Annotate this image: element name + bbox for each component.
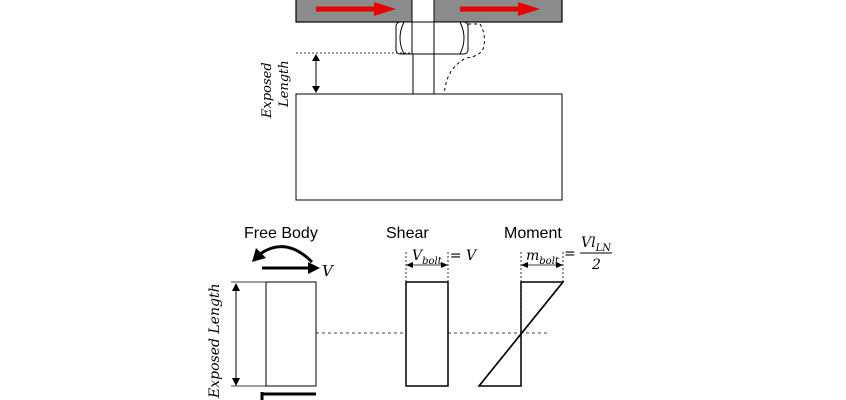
bolt-free-body bbox=[265, 281, 317, 387]
exposed-length-label: Exposed Length bbox=[207, 283, 223, 399]
num-sub: LN bbox=[595, 243, 613, 254]
exposed-label-top-2: Length bbox=[277, 60, 292, 108]
shear-title: Shear bbox=[386, 225, 429, 242]
top-assembly: Exposed Length bbox=[260, 0, 563, 201]
v-bolt-main: V bbox=[412, 248, 424, 264]
nut bbox=[395, 21, 469, 55]
bolt-through-plate bbox=[411, 0, 435, 23]
concrete-block bbox=[295, 93, 563, 201]
v-bolt-sub: bolt bbox=[422, 256, 443, 267]
moment-denominator: 2 bbox=[591, 257, 601, 273]
moment-dimension bbox=[520, 252, 564, 282]
m-bolt-main: m bbox=[526, 248, 539, 264]
num-main: Vl bbox=[581, 235, 596, 251]
shear-equation: Vbolt = V bbox=[412, 248, 478, 267]
free-body-title: Free Body bbox=[244, 225, 318, 242]
exposed-length-dimension bbox=[312, 54, 320, 93]
moment-diagram bbox=[477, 281, 565, 387]
m-bolt-sub: bolt bbox=[539, 256, 560, 267]
shear-arrow-left bbox=[316, 2, 396, 16]
v-bolt-rhs: = V bbox=[450, 248, 478, 264]
exposed-length-dimension-bottom bbox=[232, 283, 240, 386]
shear-dimension bbox=[405, 252, 449, 282]
reaction-arrow-bottom bbox=[260, 392, 316, 400]
moment-title: Moment bbox=[504, 225, 562, 242]
bolt-shank bbox=[412, 53, 435, 95]
moment-equals: = bbox=[564, 246, 576, 262]
moment-numerator: VlLN bbox=[581, 235, 612, 254]
deflected-shape bbox=[443, 23, 485, 95]
v-label: V bbox=[322, 262, 335, 280]
moment-arrow-top bbox=[252, 245, 314, 264]
moment-equation-lhs: mbolt bbox=[526, 248, 560, 267]
shear-arrow-top bbox=[262, 262, 320, 274]
exposed-label-top-1: Exposed bbox=[260, 62, 275, 119]
shear-diagram-rect bbox=[405, 281, 449, 387]
bottom-diagrams: Free Body Shear Moment V Exposed Length bbox=[207, 225, 612, 400]
shear-arrow-right bbox=[460, 2, 540, 16]
